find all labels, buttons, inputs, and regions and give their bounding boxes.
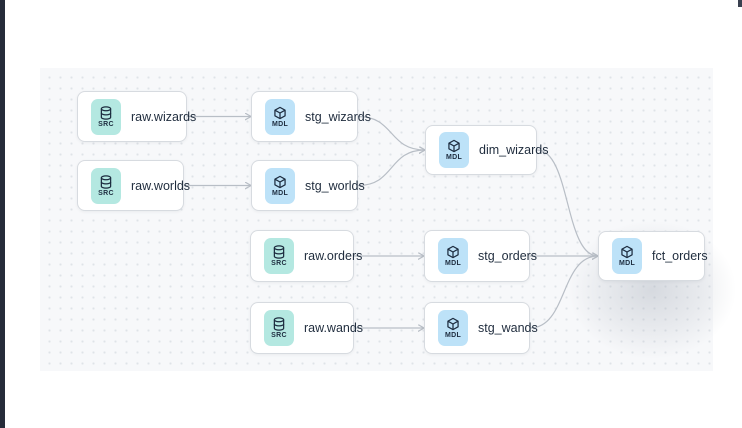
node-type-badge: MDL	[612, 238, 642, 274]
cube-icon	[273, 175, 287, 189]
node-name-label: stg_wizards	[305, 109, 371, 124]
screen-corner-artifact	[738, 0, 742, 7]
node-type-label: SRC	[271, 332, 287, 339]
dag-node-stg_orders[interactable]: MDL stg_orders	[424, 230, 537, 282]
dag-node-stg_wands[interactable]: MDL stg_wands	[424, 302, 538, 354]
cube-icon	[446, 317, 460, 331]
edge-dim_wizards-to-fct_orders	[536, 149, 598, 256]
dag-node-dim_wizards[interactable]: MDL dim_wizards	[425, 125, 548, 175]
node-name-label: raw.wizards	[131, 109, 197, 124]
node-name-label: raw.orders	[304, 249, 363, 263]
node-name-label: raw.worlds	[131, 178, 191, 193]
node-type-badge: MDL	[438, 238, 468, 274]
cube-icon	[446, 245, 460, 259]
node-type-label: MDL	[444, 260, 462, 267]
database-icon	[272, 317, 286, 331]
lineage-canvas[interactable]: SRC raw.wizards MDL stg_wizards SRC raw.…	[40, 68, 737, 371]
screen-edge-strip	[0, 0, 5, 428]
dag-node-raw_wizards[interactable]: SRC raw.wizards	[77, 91, 196, 142]
node-name-label: dim_wizards	[479, 143, 549, 157]
dag-node-stg_wizards[interactable]: MDL stg_wizards	[251, 91, 371, 142]
node-type-badge: MDL	[438, 310, 468, 346]
node-type-badge: SRC	[91, 98, 121, 135]
node-name-label: raw.wands	[304, 321, 364, 335]
node-type-label: SRC	[98, 120, 114, 128]
edge-stg_worlds-to-dim_wizards	[357, 150, 425, 187]
node-type-label: SRC	[98, 189, 114, 197]
database-icon	[99, 174, 113, 189]
node-type-badge: MDL	[265, 167, 295, 204]
node-name-label: stg_wands	[478, 321, 538, 335]
node-type-badge: MDL	[265, 98, 295, 135]
node-type-badge: MDL	[439, 132, 469, 168]
dag-node-raw_worlds[interactable]: SRC raw.worlds	[77, 160, 190, 211]
node-name-label: fct_orders	[652, 249, 708, 263]
database-icon	[99, 105, 113, 120]
cube-icon	[447, 139, 461, 153]
node-type-label: MDL	[271, 120, 289, 128]
cube-icon	[273, 106, 287, 120]
node-name-label: stg_orders	[478, 249, 538, 263]
node-type-label: MDL	[618, 260, 636, 267]
node-name-label: stg_worlds	[305, 178, 365, 193]
database-icon	[272, 245, 286, 259]
dag-node-raw_orders[interactable]: SRC raw.orders	[250, 230, 362, 282]
node-type-badge: SRC	[264, 310, 294, 346]
node-type-badge: SRC	[91, 167, 121, 204]
node-type-label: MDL	[271, 189, 289, 197]
cube-icon	[620, 245, 634, 259]
node-type-badge: SRC	[264, 238, 294, 274]
node-type-label: MDL	[444, 332, 462, 339]
dag-node-stg_worlds[interactable]: MDL stg_worlds	[251, 160, 365, 211]
dag-node-fct_orders[interactable]: MDL fct_orders	[598, 231, 708, 281]
node-type-label: MDL	[445, 154, 463, 161]
node-type-label: SRC	[271, 260, 287, 267]
dag-node-raw_wands[interactable]: SRC raw.wands	[250, 302, 363, 354]
edge-stg_wands-to-fct_orders	[529, 256, 598, 329]
